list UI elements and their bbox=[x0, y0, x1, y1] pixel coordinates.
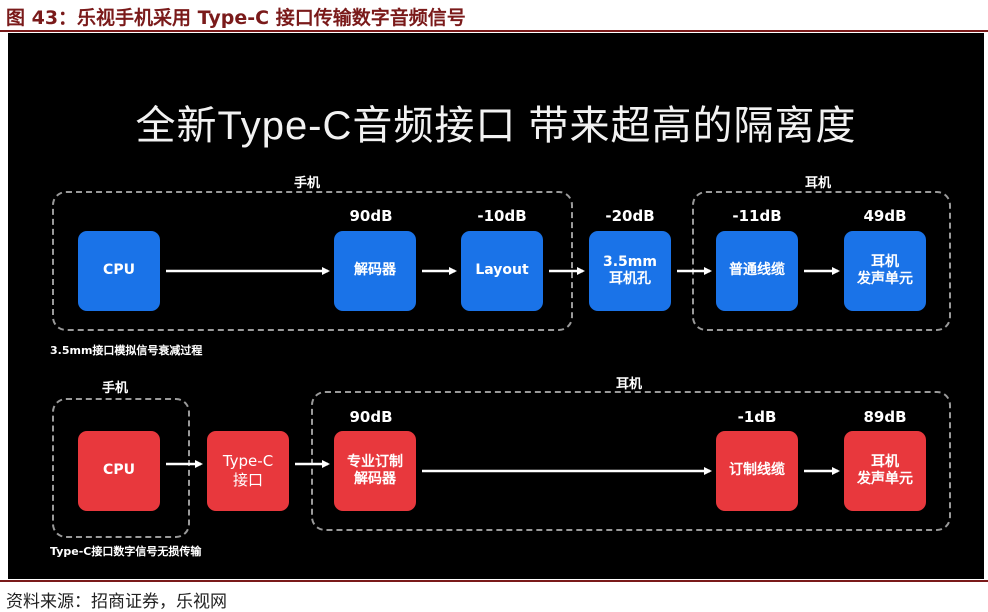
top-rule bbox=[0, 30, 988, 32]
analog-jack-node: 3.5mm 耳机孔 bbox=[589, 231, 671, 311]
analog-cpu-node: CPU bbox=[78, 231, 160, 311]
analog-cable-node: 普通线缆 bbox=[716, 231, 798, 311]
digital-db-driver: 89dB bbox=[863, 408, 907, 426]
digital-driver-node: 耳机 发声单元 bbox=[844, 431, 926, 511]
digital-typec-node: Type-C 接口 bbox=[207, 431, 289, 511]
diagram-panel: 全新Type-C音频接口 带来超高的隔离度 手机 耳机 90dB -10dB -… bbox=[8, 33, 984, 579]
analog-db-jack: -20dB bbox=[605, 207, 655, 225]
bottom-rule bbox=[0, 580, 988, 582]
digital-cpu-node: CPU bbox=[78, 431, 160, 511]
digital-cable-node: 订制线缆 bbox=[716, 431, 798, 511]
analog-decoder-node: 解码器 bbox=[334, 231, 416, 311]
analog-phone-group-label: 手机 bbox=[294, 176, 321, 191]
analog-phone-group bbox=[52, 191, 573, 331]
analog-layout-node: Layout bbox=[461, 231, 543, 311]
analog-driver-node: 耳机 发声单元 bbox=[844, 231, 926, 311]
analog-earphone-group bbox=[692, 191, 951, 331]
figure-caption: 图 43：乐视手机采用 Type-C 接口传输数字音频信号 bbox=[6, 7, 466, 29]
analog-db-cable: -11dB bbox=[732, 207, 782, 225]
source-note: 资料来源：招商证券，乐视网 bbox=[6, 592, 227, 612]
diagram-title: 全新Type-C音频接口 带来超高的隔离度 bbox=[135, 104, 857, 148]
digital-earphone-group-label: 耳机 bbox=[616, 377, 643, 392]
digital-earphone-group bbox=[311, 391, 951, 531]
analog-db-layout: -10dB bbox=[477, 207, 527, 225]
digital-phone-group-label: 手机 bbox=[102, 381, 129, 396]
digital-phone-group bbox=[52, 398, 190, 538]
analog-caption: 3.5mm接口模拟信号衰减过程 bbox=[50, 344, 203, 357]
digital-db-decoder: 90dB bbox=[349, 408, 393, 426]
digital-db-cable: -1dB bbox=[737, 408, 777, 426]
digital-caption: Type-C接口数字信号无损传输 bbox=[50, 545, 202, 558]
analog-db-driver: 49dB bbox=[863, 207, 907, 225]
digital-decoder-node: 专业订制 解码器 bbox=[334, 431, 416, 511]
analog-db-decoder: 90dB bbox=[349, 207, 393, 225]
flow-arrows bbox=[166, 267, 840, 475]
analog-earphone-group-label: 耳机 bbox=[805, 176, 832, 191]
